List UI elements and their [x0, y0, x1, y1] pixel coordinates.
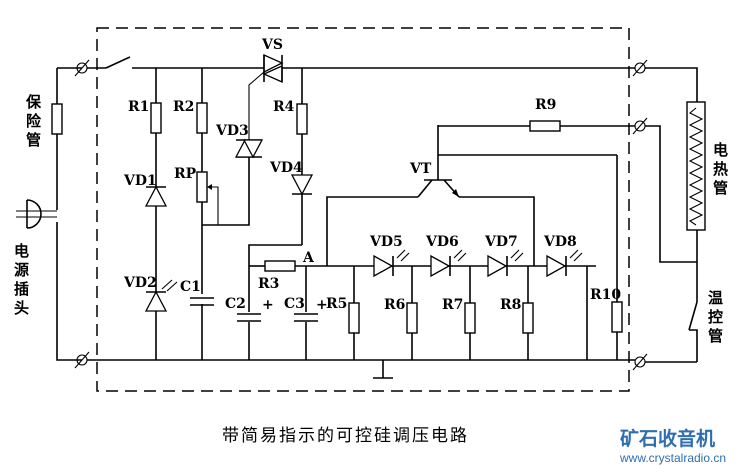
diode-vd1 — [144, 185, 168, 207]
plug-label-3: 插 — [14, 280, 29, 298]
capacitor-c1 — [190, 294, 214, 306]
fuse — [51, 103, 63, 135]
wiper-arrow-icon — [207, 184, 212, 190]
label-r5: R5 — [326, 296, 347, 312]
power-plug-icon — [16, 199, 57, 229]
label-r8: R8 — [500, 297, 521, 313]
label-vd4: VD4 — [269, 160, 303, 176]
label-r10: R10 — [590, 287, 621, 303]
label-vt: VT — [409, 161, 432, 177]
label-c2: C2 — [225, 296, 246, 312]
thyristor-vs — [262, 53, 284, 84]
diode-vd4 — [290, 174, 314, 196]
terminal-mid-right — [632, 117, 648, 135]
thermostat-label-1: 温 — [708, 289, 723, 307]
label-r9: R9 — [535, 97, 556, 113]
resistor-r3 — [264, 260, 296, 272]
label-c1: C1 — [180, 279, 201, 295]
fuse-label-1: 保 — [25, 93, 42, 111]
plug-label-4: 头 — [14, 299, 29, 317]
label-vd6: VD6 — [425, 234, 459, 250]
terminal-top-right — [632, 59, 648, 77]
thermostat-label-3: 管 — [708, 327, 723, 345]
led-vd2 — [144, 279, 178, 312]
label-vs: VS — [261, 37, 283, 53]
resistor-r10 — [611, 301, 623, 333]
resistor-r8 — [522, 302, 534, 334]
label-r2: R2 — [173, 99, 194, 115]
label-rp: RP — [174, 166, 197, 182]
terminal-bottom-left — [74, 351, 90, 369]
mains-input — [16, 67, 82, 361]
resistor-r2 — [196, 102, 208, 134]
enclosure-boundary — [96, 27, 630, 392]
label-r6: R6 — [384, 297, 405, 313]
label-node-a: A — [302, 250, 315, 266]
label-r4: R4 — [273, 99, 295, 115]
watermark-name: 矿石收音机 — [620, 427, 715, 450]
led-vd7 — [487, 249, 524, 278]
label-c3: C3 — [284, 296, 305, 312]
heater-label-2: 热 — [713, 160, 728, 178]
label-vd8: VD8 — [543, 234, 577, 250]
thermostat-label-2: 控 — [708, 308, 723, 326]
led-vd8 — [546, 249, 583, 278]
heater-label-3: 管 — [713, 179, 728, 197]
resistor-r6 — [406, 302, 418, 334]
label-r7: R7 — [442, 297, 463, 313]
label-vd5: VD5 — [369, 234, 403, 250]
resistor-r4 — [296, 103, 308, 135]
watermark-url: www.crystalradio.cn — [619, 451, 726, 465]
heater-label-1: 电 — [713, 141, 728, 159]
capacitor-c2 — [237, 312, 261, 322]
led-vd5 — [373, 249, 410, 278]
ground-icon — [373, 360, 393, 379]
transistor-vt — [417, 125, 460, 198]
potentiometer-rp — [196, 171, 208, 203]
thermostat-switch — [688, 301, 698, 362]
terminal-top-left — [74, 59, 90, 77]
fuse-label-2: 险 — [26, 112, 42, 130]
label-c2-plus: + — [262, 297, 274, 313]
diagram-title: 带简易指示的可控硅调压电路 — [222, 426, 469, 446]
power-switch — [87, 56, 266, 69]
label-vd1: VD1 — [123, 173, 157, 189]
label-vd2: VD2 — [123, 275, 157, 291]
resistor-r9 — [529, 120, 561, 132]
led-vd6 — [430, 249, 467, 278]
label-r3: R3 — [258, 276, 279, 292]
label-c3-plus: + — [316, 297, 328, 313]
diac-vd3 — [234, 138, 264, 159]
plug-label-1: 电 — [14, 242, 29, 260]
fuse-label-3: 管 — [26, 131, 41, 149]
label-r1: R1 — [128, 99, 149, 115]
resistor-r1 — [150, 102, 162, 134]
capacitor-c3 — [294, 312, 318, 322]
resistor-r5 — [348, 302, 360, 334]
terminal-bottom-right — [632, 353, 648, 371]
plug-label-2: 源 — [14, 261, 29, 279]
heater-element — [686, 101, 706, 231]
label-vd3: VD3 — [215, 123, 249, 139]
label-vd7: VD7 — [484, 234, 518, 250]
resistor-r7 — [464, 302, 476, 334]
